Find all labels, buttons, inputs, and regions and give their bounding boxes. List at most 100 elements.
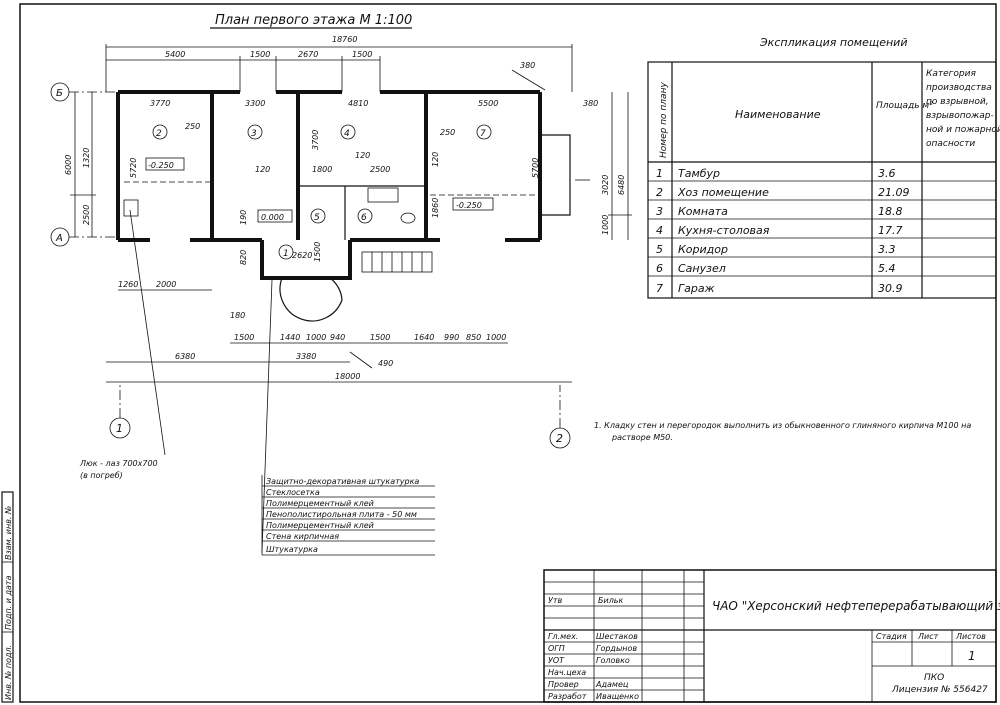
svg-text:Листов: Листов xyxy=(955,632,986,641)
wall-layers-callout: Защитно-декоративная штукатурка Стеклосе… xyxy=(261,279,435,556)
row-1-name: Тамбур xyxy=(678,167,720,180)
svg-text:Полимерцементный клей: Полимерцементный клей xyxy=(266,499,374,508)
room-labels: 2 -0.250 3 4 5 0.000 6 7 -0.250 1 xyxy=(145,124,494,260)
svg-text:5720: 5720 xyxy=(129,158,138,178)
svg-text:1500: 1500 xyxy=(370,333,390,342)
title-block: ЧАО "Херсонский нефтеперерабатывающий за… xyxy=(543,569,1000,703)
stairs xyxy=(361,251,433,273)
svg-text:3300: 3300 xyxy=(245,99,265,108)
svg-text:3770: 3770 xyxy=(150,99,170,108)
dim-top-2: 1500 xyxy=(250,50,270,59)
axes: Б А 1 2 xyxy=(50,82,571,449)
svg-text:Гл.мех.: Гл.мех. xyxy=(548,632,578,641)
svg-text:3: 3 xyxy=(656,205,663,218)
axis-a: А xyxy=(55,233,63,244)
col-name-header: Наименование xyxy=(735,108,821,121)
svg-text:1000: 1000 xyxy=(306,333,326,342)
svg-text:21.09: 21.09 xyxy=(878,186,910,199)
dim-left-6000: 6000 xyxy=(64,155,73,175)
dim-overall-bottom: 18000 xyxy=(335,372,360,381)
svg-text:Нач.цеха: Нач.цеха xyxy=(548,668,586,677)
license: Лицензия № 556427 xyxy=(891,685,988,695)
svg-text:1260: 1260 xyxy=(118,280,138,289)
svg-text:Провер: Провер xyxy=(548,680,579,689)
bathtub xyxy=(367,187,399,203)
sheets-count: 1 xyxy=(968,649,976,663)
svg-text:6: 6 xyxy=(656,262,663,275)
svg-text:1000: 1000 xyxy=(486,333,506,342)
bottom-dimensions: 180 1500 1440 1000 940 1500 1640 990 850… xyxy=(106,311,572,383)
svg-text:Головко: Головко xyxy=(596,656,630,665)
svg-text:1500: 1500 xyxy=(313,242,322,262)
floor-plan: 6480 3020 1000 xyxy=(116,90,632,322)
svg-text:Гордынов: Гордынов xyxy=(596,644,637,653)
svg-text:Пенополистирольная плита - 50: Пенополистирольная плита - 50 мм xyxy=(266,510,417,519)
dim-left-1320: 1320 xyxy=(82,148,91,168)
svg-text:взрывопожар-: взрывопожар- xyxy=(926,111,994,121)
dim-right-3020: 3020 xyxy=(601,175,610,195)
col-area-header: Площадь м² xyxy=(876,101,933,111)
svg-text:940: 940 xyxy=(330,333,345,342)
stamp-inv-orig: Инв. № подл. xyxy=(4,645,13,700)
dim-top-3: 2670 xyxy=(298,50,318,59)
svg-text:Стена кирпичная: Стена кирпичная xyxy=(266,532,339,541)
svg-text:Лист: Лист xyxy=(917,632,939,641)
svg-text:4810: 4810 xyxy=(348,99,368,108)
room-6-num: 6 xyxy=(361,213,367,223)
svg-text:Хоз помещение: Хоз помещение xyxy=(677,186,769,199)
svg-text:Шестаков: Шестаков xyxy=(596,632,638,641)
svg-text:Штукатурка: Штукатурка xyxy=(266,545,318,554)
svg-text:2000: 2000 xyxy=(156,280,176,289)
svg-text:Полимерцементный клей: Полимерцементный клей xyxy=(266,521,374,530)
svg-text:Люк - лаз 700х700: Люк - лаз 700х700 xyxy=(79,459,158,468)
room-7-level: -0.250 xyxy=(456,201,482,210)
svg-text:250: 250 xyxy=(440,128,455,137)
room-4-num: 4 xyxy=(344,129,350,139)
room-5-level: 0.000 xyxy=(261,213,284,222)
note-line-1: 1. Кладку стен и перегородок выполнить и… xyxy=(594,421,971,430)
svg-text:Защитно-декоративная штукатурк: Защитно-декоративная штукатурка xyxy=(266,477,419,486)
svg-text:380: 380 xyxy=(583,99,598,108)
top-dimensions: 18760 5400 1500 2670 1500 380 xyxy=(105,35,573,92)
svg-text:1860: 1860 xyxy=(431,198,440,218)
svg-text:по взрывной,: по взрывной, xyxy=(926,97,989,107)
dim-right-6480: 6480 xyxy=(617,175,626,195)
svg-text:120: 120 xyxy=(355,151,370,160)
svg-text:Стадия: Стадия xyxy=(876,632,907,641)
explication-title: Экспликация помещений xyxy=(759,36,908,49)
svg-text:Кухня-столовая: Кухня-столовая xyxy=(678,224,770,237)
porch-dimensions: 1260 2000 1500 xyxy=(118,242,322,291)
svg-text:5: 5 xyxy=(656,243,663,256)
organization: ЧАО "Херсонский нефтеперерабатывающий за… xyxy=(712,599,1000,613)
sheet-frame xyxy=(19,3,997,703)
svg-text:1800: 1800 xyxy=(312,165,332,174)
toilet xyxy=(400,212,416,224)
svg-text:990: 990 xyxy=(444,333,459,342)
axis-b: Б xyxy=(56,88,63,99)
svg-text:190: 190 xyxy=(239,210,248,225)
svg-text:180: 180 xyxy=(230,311,245,320)
left-dimensions: 6000 1320 2500 xyxy=(64,92,96,237)
room-2-level: -0.250 xyxy=(148,161,174,170)
explication-table: Экспликация помещений Номер по плану Наи… xyxy=(647,36,1000,299)
svg-text:Адамец: Адамец xyxy=(595,680,629,689)
svg-text:опасности: опасности xyxy=(926,139,975,149)
svg-text:Иващенко: Иващенко xyxy=(596,692,639,701)
drawing-title: План первого этажа М 1:100 xyxy=(215,13,412,28)
note-line-2: растворе М50. xyxy=(611,433,673,442)
svg-text:2: 2 xyxy=(656,186,663,199)
svg-text:7: 7 xyxy=(656,282,663,295)
svg-text:Санузел: Санузел xyxy=(678,262,726,275)
hatch-note: Люк - лаз 700х700 (в погреб) xyxy=(79,209,166,480)
stamp-replace-inv: Взам. инв. № xyxy=(4,506,13,560)
svg-text:5500: 5500 xyxy=(478,99,498,108)
svg-text:30.9: 30.9 xyxy=(878,282,903,295)
svg-text:2500: 2500 xyxy=(370,165,390,174)
dim-top-380: 380 xyxy=(520,61,535,70)
svg-text:Коридор: Коридор xyxy=(678,243,728,256)
room-3-num: 3 xyxy=(251,129,257,139)
svg-text:820: 820 xyxy=(239,250,248,265)
svg-text:490: 490 xyxy=(378,359,393,368)
room-5-num: 5 xyxy=(314,213,320,223)
